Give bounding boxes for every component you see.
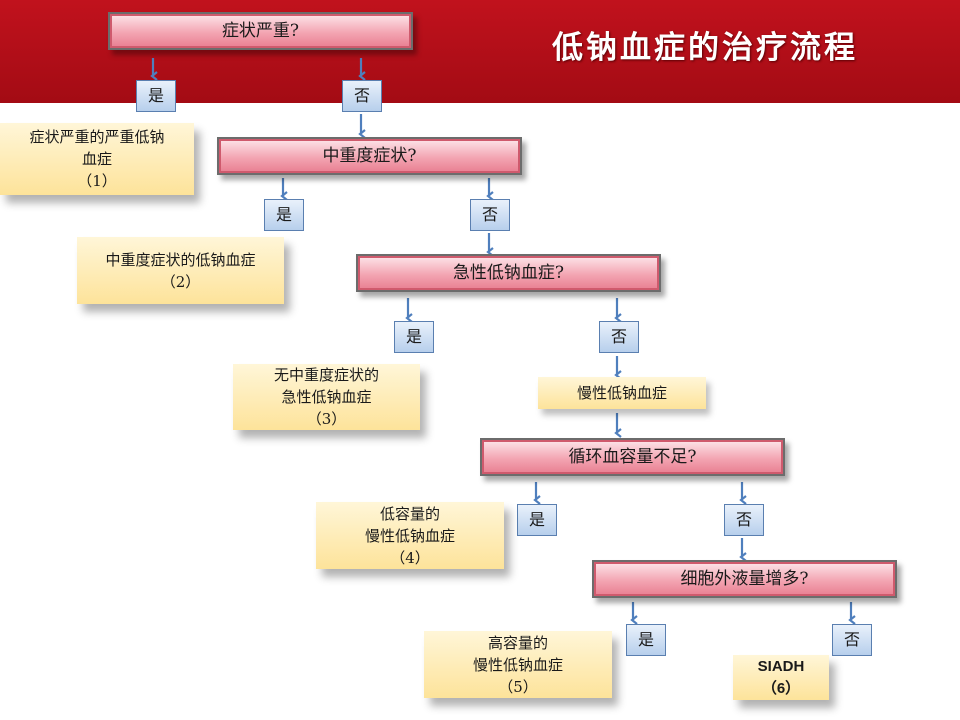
answer-no-2: 否 (470, 199, 510, 231)
question-low-circulating-volume: 循环血容量不足? (480, 438, 785, 476)
result-hypovolemic-chronic: 低容量的 慢性低钠血症 （4） (316, 502, 504, 569)
question-severe-symptoms: 症状严重? (108, 12, 413, 50)
result-chronic-hyponatremia: 慢性低钠血症 (538, 377, 706, 409)
result-acute-hyponatremia: 无中重度症状的 急性低钠血症 （3） (233, 364, 420, 430)
result-hypervolemic-chronic: 高容量的 慢性低钠血症 （5） (424, 631, 612, 698)
answer-no-1: 否 (342, 80, 382, 112)
answer-yes-1: 是 (136, 80, 176, 112)
result-severe-hyponatremia: 症状严重的严重低钠 血症 （1） (0, 123, 194, 195)
answer-yes-3: 是 (394, 321, 434, 353)
answer-no-5: 否 (832, 624, 872, 656)
result-moderate-hyponatremia: 中重度症状的低钠血症 （2） (77, 237, 284, 304)
result-siadh: SIADH （6） (733, 655, 829, 700)
answer-yes-4: 是 (517, 504, 557, 536)
answer-yes-2: 是 (264, 199, 304, 231)
answer-no-4: 否 (724, 504, 764, 536)
question-acute-hyponatremia: 急性低钠血症? (356, 254, 661, 292)
question-ecf-increased: 细胞外液量增多? (592, 560, 897, 598)
answer-no-3: 否 (599, 321, 639, 353)
answer-yes-5: 是 (626, 624, 666, 656)
page-title: 低钠血症的治疗流程 (552, 30, 858, 66)
question-moderate-symptoms: 中重度症状? (217, 137, 522, 175)
